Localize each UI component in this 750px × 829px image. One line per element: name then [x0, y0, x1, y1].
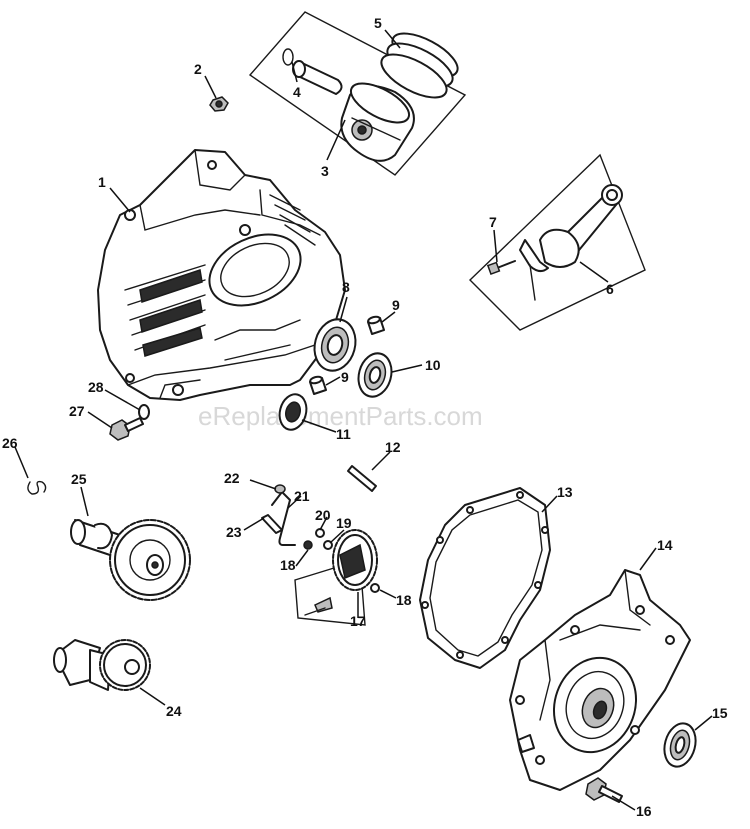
piston-rings [380, 32, 459, 99]
piston-assembly-group [248, 11, 467, 176]
callout-25: 25 [71, 471, 87, 487]
callout-13: 13 [557, 484, 573, 500]
crankshaft [53, 639, 151, 691]
callout-12: 12 [385, 439, 401, 455]
callouts: 1 2 3 4 5 6 7 8 9 9 10 11 12 13 14 15 16… [2, 15, 728, 819]
crankcase-gasket [419, 487, 551, 669]
sealing-washer [138, 404, 150, 420]
governor-shaft-pin [347, 465, 377, 492]
callout-23: 23 [226, 524, 242, 540]
crankcase-cover [509, 569, 691, 791]
dowel-pin-lower [309, 375, 327, 395]
callout-3: 3 [321, 163, 329, 179]
connecting-rod [519, 184, 623, 272]
callout-6: 6 [606, 281, 614, 297]
callout-2: 2 [194, 61, 202, 77]
callout-18-right: 18 [396, 592, 412, 608]
camshaft [70, 519, 191, 601]
callout-11: 11 [336, 426, 351, 442]
callout-17: 17 [350, 613, 366, 629]
callout-7: 7 [489, 214, 497, 230]
callout-9-upper: 9 [392, 297, 400, 313]
spring [27, 480, 47, 495]
callout-5: 5 [374, 15, 382, 31]
callout-28: 28 [88, 379, 104, 395]
dowel-pin-upper [367, 315, 385, 335]
callout-24: 24 [166, 703, 182, 719]
main-bearing [313, 318, 357, 372]
piston-pin [292, 60, 343, 95]
callout-10: 10 [425, 357, 441, 373]
callout-21: 21 [294, 488, 310, 504]
callout-15: 15 [712, 705, 728, 721]
connecting-rod-group [469, 153, 646, 331]
cover-bolt [585, 777, 623, 803]
cam-gear [109, 519, 191, 601]
cover-oil-seal [663, 722, 697, 768]
callout-1: 1 [98, 174, 106, 190]
callout-22: 22 [224, 470, 240, 486]
governor-assembly [261, 484, 380, 626]
callout-26: 26 [2, 435, 18, 451]
crankcase [97, 149, 346, 401]
piston [340, 82, 415, 162]
nut [209, 96, 229, 112]
watermark-text: eReplacementParts.com [198, 401, 483, 431]
callout-27: 27 [69, 403, 85, 419]
callout-4: 4 [293, 84, 301, 100]
drain-screw [109, 417, 144, 441]
callout-8: 8 [342, 279, 350, 295]
callout-19: 19 [336, 515, 352, 531]
leader-lines [14, 29, 713, 811]
connecting-rod-bolt [486, 260, 516, 276]
callout-16: 16 [636, 803, 652, 819]
piston-pin-retainer [282, 48, 294, 66]
bushing [278, 393, 308, 431]
crank-gear [99, 639, 151, 691]
callout-9-lower: 9 [341, 369, 349, 385]
callout-14: 14 [657, 537, 673, 553]
governor-gear [332, 529, 378, 591]
callout-18-left: 18 [280, 557, 296, 573]
oil-seal [357, 352, 393, 398]
callout-20: 20 [315, 507, 331, 523]
